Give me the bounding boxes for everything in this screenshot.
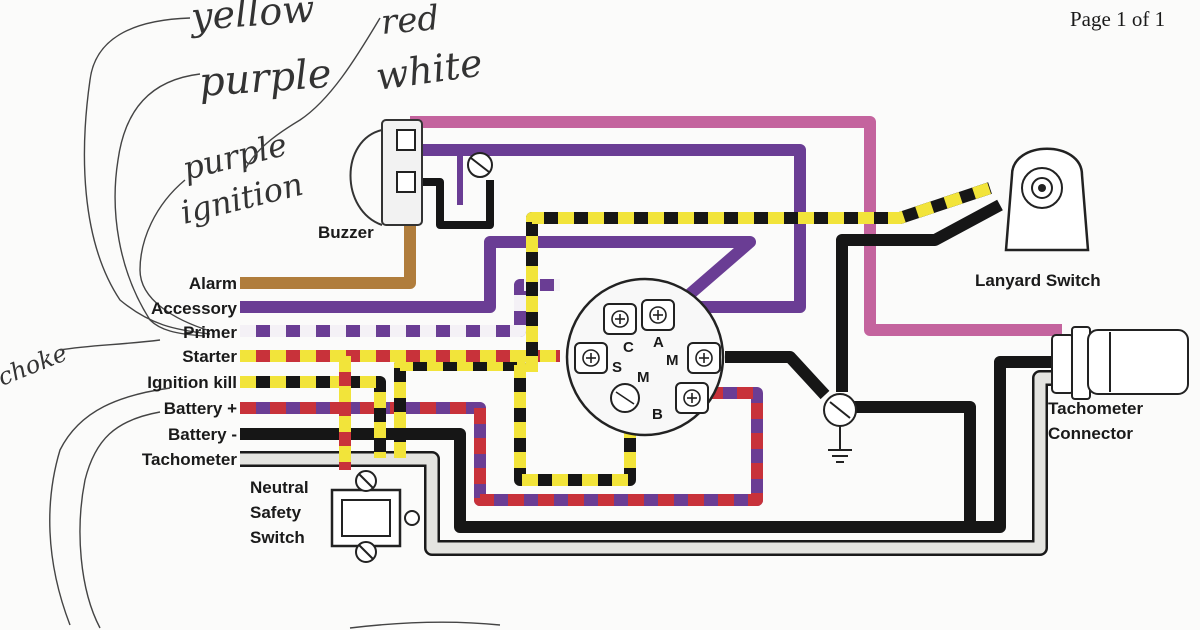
- tachometer-connector-label-1: Tachometer: [1048, 399, 1143, 418]
- wire-label-battery-plus: Battery +: [164, 399, 237, 418]
- terminal-m-right-label: M: [666, 352, 679, 369]
- wire-label-alarm: Alarm: [189, 274, 237, 293]
- tachometer-connector: [1051, 326, 1189, 400]
- wire-label-battery-minus: Battery -: [168, 425, 237, 444]
- wire-label-ignition-kill: Ignition kill: [147, 373, 237, 392]
- terminal-s-label: S: [612, 359, 622, 376]
- ignition-switch: C A S M M B: [565, 277, 725, 437]
- wire-label-tachometer: Tachometer: [142, 450, 237, 469]
- neutral-safety-switch-label-2: Safety: [250, 503, 302, 522]
- terminal-m-lower-label: M: [637, 369, 650, 386]
- handwritten-red: red: [379, 0, 440, 43]
- neutral-safety-switch-label-1: Neutral: [250, 478, 309, 497]
- ground-symbol: [823, 393, 857, 463]
- wire-label-accessory: Accessory: [151, 299, 238, 318]
- handwritten-purple: purple: [197, 51, 332, 106]
- handwritten-guide-lines: [49, 17, 501, 629]
- terminal-b-label: B: [652, 406, 663, 423]
- terminal-c-label: C: [623, 339, 634, 356]
- handwritten-choke: choke: [0, 339, 71, 392]
- wire-label-primer: Primer: [183, 323, 237, 342]
- terminal-a-label: A: [653, 334, 664, 351]
- wire-label-starter: Starter: [182, 347, 237, 366]
- handwritten-yellow: yellow: [188, 0, 316, 39]
- buzzer: [349, 119, 493, 226]
- neutral-safety-switch-label-3: Switch: [250, 528, 305, 547]
- page-label: Page 1 of 1: [1070, 7, 1165, 31]
- lanyard-switch-label: Lanyard Switch: [975, 271, 1101, 290]
- neutral-safety-switch: [330, 470, 420, 563]
- lanyard-switch: [1004, 147, 1090, 252]
- tachometer-connector-label-2: Connector: [1048, 424, 1133, 443]
- buzzer-label: Buzzer: [318, 223, 374, 242]
- handwritten-white: white: [373, 40, 485, 98]
